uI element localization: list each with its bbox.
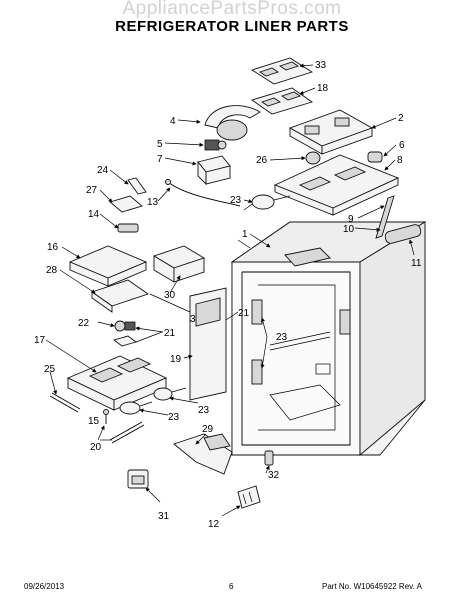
footer-part-number: Part No. W10645922 Rev. A <box>322 582 422 591</box>
part-25 <box>49 392 81 413</box>
callout-23-c: 23 <box>198 405 210 416</box>
part-14 <box>117 223 139 233</box>
callout-22: 22 <box>78 318 90 329</box>
callout-17: 17 <box>34 335 46 346</box>
callout-10: 10 <box>343 224 355 235</box>
part-22 <box>113 320 137 347</box>
part-33 <box>250 57 314 85</box>
callout-13: 13 <box>147 197 159 208</box>
part-31 <box>127 469 149 489</box>
callout-32: 32 <box>268 470 280 481</box>
refrigerator-liner <box>230 221 427 456</box>
callout-19: 19 <box>170 354 182 365</box>
part-7 <box>197 155 231 186</box>
part-8 <box>273 154 400 216</box>
callout-4: 4 <box>170 116 176 127</box>
callout-29: 29 <box>202 424 214 435</box>
callout-11: 11 <box>411 258 422 269</box>
part-30 <box>152 245 206 283</box>
callout-23-d: 23 <box>276 332 288 343</box>
callout-20: 20 <box>90 442 102 453</box>
callout-23-b: 23 <box>168 412 180 423</box>
part-27 <box>109 195 143 213</box>
part-23-upper <box>243 194 291 211</box>
callout-15: 15 <box>88 416 100 427</box>
callout-9: 9 <box>348 214 354 225</box>
callout-2: 2 <box>398 113 404 124</box>
callout-25: 25 <box>44 364 56 375</box>
watermark: AppliancePartsPros.com <box>122 0 342 19</box>
callout-7: 7 <box>157 154 163 165</box>
callout-24: 24 <box>97 165 109 176</box>
callout-8: 8 <box>397 155 403 166</box>
callout-33: 33 <box>315 60 327 71</box>
callout-27: 27 <box>86 185 98 196</box>
part-32 <box>264 450 274 466</box>
callout-16: 16 <box>47 242 59 253</box>
part-19 <box>189 287 227 401</box>
callout-1: 1 <box>242 229 248 240</box>
footer-page: 6 <box>229 582 234 591</box>
callout-23-a: 23 <box>230 195 242 206</box>
part-28 <box>91 279 149 313</box>
part-2 <box>288 109 374 155</box>
callout-28: 28 <box>46 265 58 276</box>
part-4 <box>204 105 261 141</box>
part-11 <box>384 224 422 244</box>
leader-lines <box>45 63 415 517</box>
part-13 <box>165 179 241 207</box>
part-20 <box>109 421 145 444</box>
callout-31: 31 <box>158 511 170 522</box>
callout-3: 3 <box>190 314 196 325</box>
part-15 <box>103 409 109 424</box>
part-6 <box>367 151 383 163</box>
footer-date: 09/26/2013 <box>24 582 65 591</box>
callout-14: 14 <box>88 209 100 220</box>
part-23-lower-center <box>153 387 187 401</box>
part-5 <box>204 139 227 151</box>
callout-21-a: 21 <box>164 328 176 339</box>
diagram-title: REFRIGERATOR LINER PARTS <box>115 18 349 35</box>
part-18 <box>250 87 314 115</box>
callout-18: 18 <box>317 83 329 94</box>
callout-5: 5 <box>157 139 163 150</box>
part-9 <box>375 195 395 239</box>
callout-12: 12 <box>208 519 220 530</box>
part-23-lower-left <box>119 401 153 415</box>
callout-labels: 33 18 2 4 5 7 26 6 8 23 9 10 11 1 24 27 … <box>34 60 422 530</box>
callout-30: 30 <box>164 290 176 301</box>
callout-21-b: 21 <box>238 308 250 319</box>
part-16 <box>68 245 148 287</box>
part-29 <box>173 433 233 475</box>
part-12 <box>237 485 261 509</box>
part-26 <box>305 151 321 165</box>
callout-6: 6 <box>399 140 405 151</box>
callout-26: 26 <box>256 155 268 166</box>
part-24 <box>127 177 147 195</box>
